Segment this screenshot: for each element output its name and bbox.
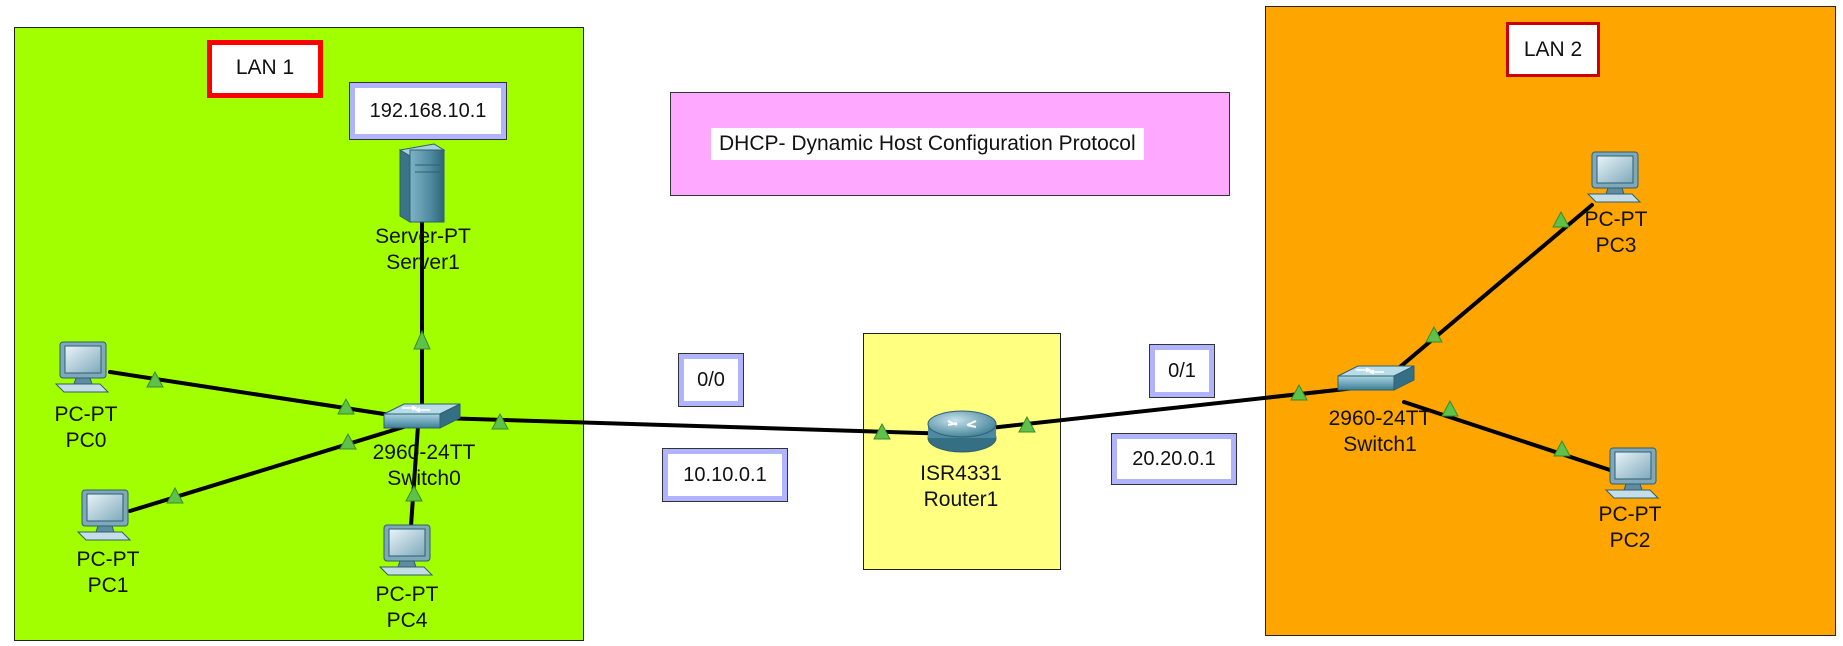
pc4-name: PC4	[386, 609, 428, 632]
lan1-label[interactable]: LAN 1	[207, 40, 323, 98]
server-icon[interactable]	[398, 143, 446, 223]
pc1-label: PC-PT PC1	[77, 547, 140, 599]
lan2-label[interactable]: LAN 2	[1506, 22, 1600, 77]
pc0-model: PC-PT	[54, 403, 118, 426]
server-ip-note[interactable]: 192.168.10.1	[349, 82, 507, 140]
lan1-label-text: LAN 1	[212, 45, 318, 93]
switch0-name: Switch0	[387, 467, 461, 490]
pc-icon[interactable]	[76, 489, 132, 541]
pc2-model: PC-PT	[1598, 503, 1662, 526]
interface-g00-note[interactable]: 0/0	[678, 353, 744, 407]
link-status-up-icon	[1425, 325, 1443, 343]
link-status-up-icon	[1553, 439, 1571, 457]
lan2-area	[1265, 6, 1836, 636]
switch1-label: 2960-24TT Switch1	[1329, 406, 1432, 458]
server1-label: Server-PT Server1	[375, 224, 471, 276]
switch-icon[interactable]	[1337, 365, 1415, 391]
pc1-model: PC-PT	[76, 548, 140, 571]
router1-label: ISR4331 Router1	[920, 461, 1002, 513]
pc-icon[interactable]	[54, 341, 110, 393]
pc3-model: PC-PT	[1584, 208, 1648, 231]
link-status-up-icon	[1552, 210, 1570, 228]
link-status-up-icon	[405, 484, 423, 502]
pc-icon[interactable]	[1586, 151, 1642, 203]
link-pc4-switch0[interactable]	[408, 424, 420, 542]
server1-model: Server-PT	[375, 225, 471, 248]
switch1-name: Switch1	[1343, 433, 1417, 456]
link-status-up-icon	[339, 432, 357, 450]
pc4-label: PC-PT PC4	[376, 582, 439, 634]
switch0-label: 2960-24TT Switch0	[373, 440, 476, 492]
router1-name: Router1	[923, 488, 999, 511]
title-note[interactable]: DHCP- Dynamic Host Configuration Protoco…	[670, 92, 1230, 196]
link-switch1-pc2[interactable]	[1402, 400, 1612, 472]
link-status-up-icon	[1018, 415, 1036, 433]
switch1-model: 2960-24TT	[1328, 407, 1432, 430]
pc3-name: PC3	[1595, 234, 1637, 257]
router-icon[interactable]	[927, 410, 997, 453]
link-status-up-icon	[1290, 383, 1308, 401]
pc1-name: PC1	[87, 574, 129, 597]
link-switch0-router1[interactable]	[438, 416, 956, 436]
pc-icon[interactable]	[378, 524, 434, 576]
interface-g01-ip-note[interactable]: 20.20.0.1	[1111, 433, 1237, 485]
link-status-up-icon	[146, 370, 164, 388]
interface-g01-note[interactable]: 0/1	[1149, 344, 1215, 398]
pc2-label: PC-PT PC2	[1599, 502, 1662, 554]
link-pc0-switch0[interactable]	[108, 370, 412, 420]
link-status-up-icon	[873, 422, 891, 440]
link-status-up-icon	[413, 329, 431, 350]
diagram-title: DHCP- Dynamic Host Configuration Protoco…	[711, 128, 1144, 160]
link-status-up-icon	[337, 397, 355, 415]
pc-icon[interactable]	[1604, 447, 1660, 499]
pc4-model: PC-PT	[375, 583, 439, 606]
switch-icon[interactable]	[383, 403, 461, 429]
link-status-up-icon	[166, 486, 184, 504]
link-switch1-pc3[interactable]	[1392, 203, 1594, 374]
link-status-up-icon	[1441, 399, 1459, 417]
pc2-name: PC2	[1609, 529, 1651, 552]
server1-name: Server1	[386, 251, 460, 274]
pc0-name: PC0	[65, 429, 107, 452]
link-status-up-icon	[491, 412, 509, 430]
router1-model: ISR4331	[920, 462, 1002, 485]
lan2-label-text: LAN 2	[1509, 25, 1597, 74]
pc0-label: PC-PT PC0	[55, 402, 118, 454]
pc3-label: PC-PT PC3	[1585, 207, 1648, 259]
interface-g00-ip-note[interactable]: 10.10.0.1	[662, 448, 788, 502]
switch0-model: 2960-24TT	[372, 441, 476, 464]
